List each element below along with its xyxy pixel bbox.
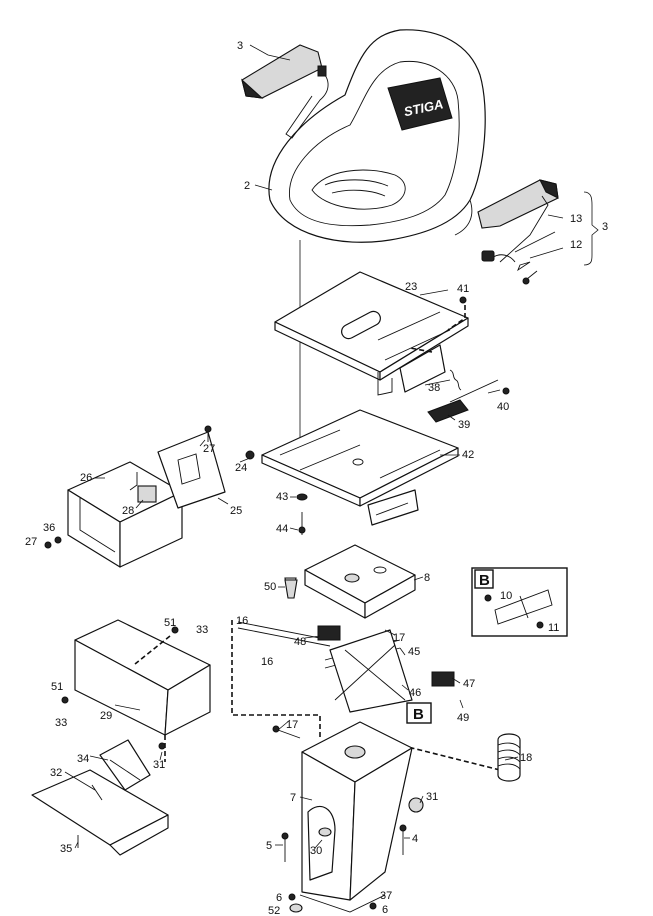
part-label-16b: 16 [261, 656, 273, 668]
seat-slide-plate [245, 409, 459, 526]
part-label-3b: 3 [602, 221, 608, 233]
part-label-3: 3 [237, 40, 243, 52]
seat-plate-upper [274, 271, 469, 396]
part-label-24: 24 [235, 462, 247, 474]
part-number-labels: 3 2 13 3 12 23 41 38 40 39 27 42 24 26 4… [25, 40, 608, 916]
part-label-40: 40 [497, 401, 509, 413]
part-label-33: 33 [196, 624, 208, 636]
part-label-33b: 33 [55, 717, 67, 729]
detail-b-marker: B [406, 702, 432, 724]
part-label-39: 39 [458, 419, 470, 431]
detail-b-label: B [479, 572, 490, 589]
nut-41 [459, 296, 467, 304]
part-label-46: 46 [409, 687, 421, 699]
part-label-5: 5 [266, 840, 272, 852]
adjust-lever [427, 369, 510, 423]
suspension-spring [497, 733, 521, 782]
part-label-2: 2 [244, 180, 250, 192]
seat-logo-plate [387, 77, 453, 131]
part-label-11: 11 [548, 622, 559, 634]
part-label-49: 49 [457, 712, 469, 724]
part-label-12: 12 [570, 239, 582, 251]
part-label-43: 43 [276, 491, 288, 503]
part-label-31b: 31 [426, 791, 438, 803]
part-label-8: 8 [424, 572, 430, 584]
part-label-30: 30 [310, 845, 322, 857]
part-label-36: 36 [43, 522, 55, 534]
part-label-6b: 6 [382, 904, 388, 916]
bottom-tray [31, 769, 169, 856]
part-label-52: 52 [268, 905, 280, 916]
part-label-50: 50 [264, 581, 276, 593]
part-label-37: 37 [380, 890, 392, 902]
part-label-28: 28 [122, 505, 134, 517]
part-label-27: 27 [203, 443, 215, 455]
part-label-18: 18 [520, 752, 532, 764]
part-label-10: 10 [500, 590, 512, 602]
detail-b-inset: B [471, 567, 568, 637]
seat-switch-box [44, 461, 183, 568]
part-label-38: 38 [428, 382, 440, 394]
armrest-left [241, 44, 329, 139]
leader-lines [64, 44, 564, 849]
part-label-41: 41 [457, 283, 469, 295]
part-label-48: 48 [294, 636, 306, 648]
part-label-27b: 27 [25, 536, 37, 548]
washer-43 [296, 493, 308, 501]
part-label-25: 25 [230, 505, 242, 517]
svg-text:B: B [413, 706, 424, 723]
part-label-45: 45 [408, 646, 420, 658]
part-label-7: 7 [290, 792, 296, 804]
part-label-51: 51 [164, 617, 176, 629]
switch-bracket [157, 425, 226, 509]
part-label-4: 4 [412, 833, 418, 845]
armrest-right [477, 179, 559, 285]
part-label-51b: 51 [51, 681, 63, 693]
part-label-35: 35 [60, 843, 72, 855]
seat: STIGA [268, 29, 486, 243]
tray-bracket [77, 739, 151, 848]
part-label-13: 13 [570, 213, 582, 225]
bolt-44 [298, 526, 306, 534]
part-label-16: 16 [236, 615, 248, 627]
part-label-34: 34 [77, 753, 89, 765]
scissor-linkage [237, 621, 455, 713]
part-label-31: 31 [153, 759, 165, 771]
part-label-44: 44 [276, 523, 288, 535]
part-label-26: 26 [80, 472, 92, 484]
part-label-42: 42 [462, 449, 474, 461]
rear-cover [61, 619, 211, 736]
part-label-32: 32 [50, 767, 62, 779]
part-label-17: 17 [393, 632, 405, 644]
suspension-column [299, 721, 413, 913]
part-label-23: 23 [405, 281, 417, 293]
part-label-47: 47 [463, 678, 475, 690]
part-label-17b: 17 [286, 719, 298, 731]
part-label-29: 29 [100, 710, 112, 722]
part-label-6: 6 [276, 892, 282, 904]
suspension-top-plate [284, 544, 416, 619]
